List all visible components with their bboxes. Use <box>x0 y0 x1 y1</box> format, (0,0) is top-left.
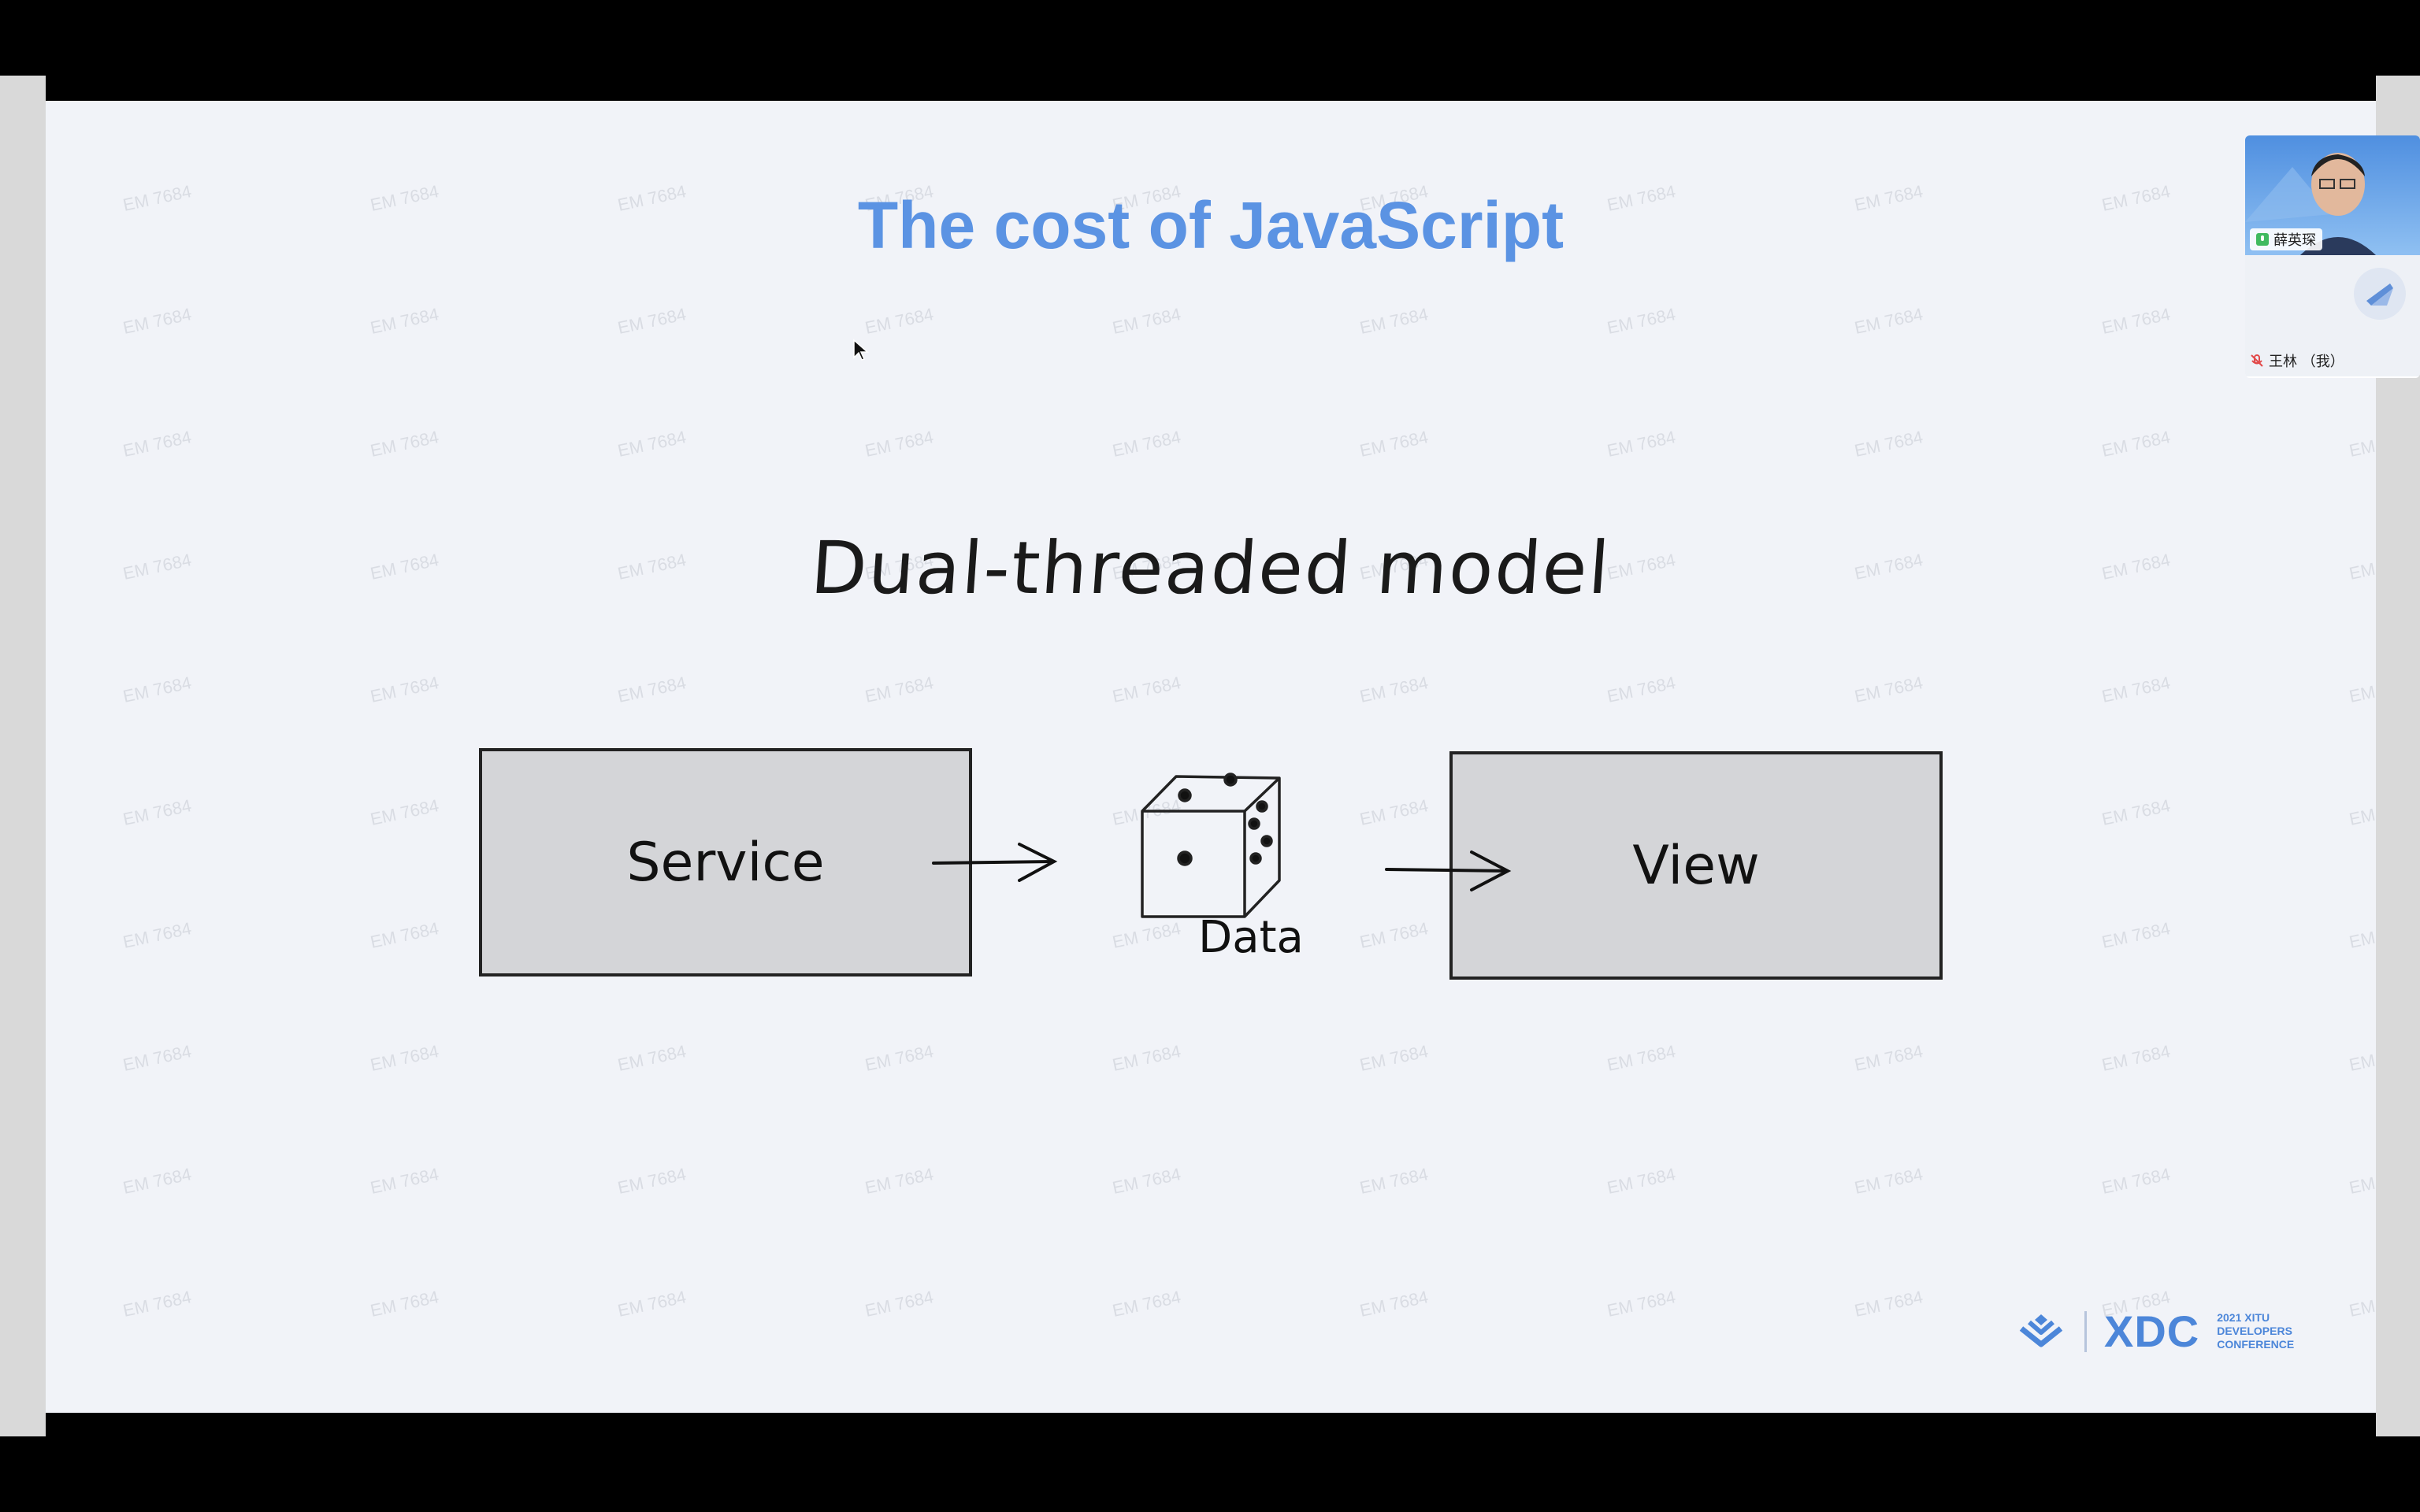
data-label: Data <box>1198 912 1304 963</box>
service-box: Service <box>479 748 972 976</box>
dice-icon <box>1141 773 1281 918</box>
conference-subtitle: 2021 XITU DEVELOPERS CONFERENCE <box>2217 1311 2294 1351</box>
participant-name: 薛英琛 <box>2273 232 2316 249</box>
speaker-avatar <box>2245 153 2376 255</box>
self-name-tag: 王林 （我） <box>2250 350 2344 372</box>
xdc-logo-text: XDC <box>2104 1306 2200 1356</box>
arrow-service-to-data <box>932 843 1058 882</box>
self-name: 王林 （我） <box>2269 354 2344 370</box>
left-edge-strip <box>0 76 46 1436</box>
service-label: Service <box>626 831 825 894</box>
self-avatar <box>2354 268 2406 320</box>
conference-subtitle-line: CONFERENCE <box>2217 1338 2295 1351</box>
xdc-branding: XDC 2021 XITU DEVELOPERS CONFERENCE <box>2015 1306 2294 1357</box>
juejin-logo-icon <box>2019 1314 2063 1347</box>
participant-video-tile[interactable]: 薛英琛 <box>2245 135 2420 255</box>
mic-muted-icon <box>2251 354 2263 367</box>
self-video-tile[interactable]: 王林 （我） <box>2245 255 2420 376</box>
diagram-graphics <box>932 773 1512 918</box>
logo-divider <box>2084 1310 2087 1352</box>
view-box: View <box>1449 751 1943 980</box>
participant-name-tag: 薛英琛 <box>2250 228 2322 250</box>
arrow-data-to-view <box>1385 850 1512 891</box>
view-label: View <box>1632 834 1760 897</box>
conference-subtitle-line: 2021 XITU <box>2217 1311 2270 1324</box>
slide-title: The cost of JavaScript <box>857 188 1564 262</box>
mic-on-icon <box>2256 233 2269 246</box>
mouse-cursor-icon <box>853 339 869 361</box>
participant-video-panel[interactable]: 薛英琛 王林 （我） <box>2245 135 2420 378</box>
conference-subtitle-line: DEVELOPERS <box>2217 1325 2292 1337</box>
